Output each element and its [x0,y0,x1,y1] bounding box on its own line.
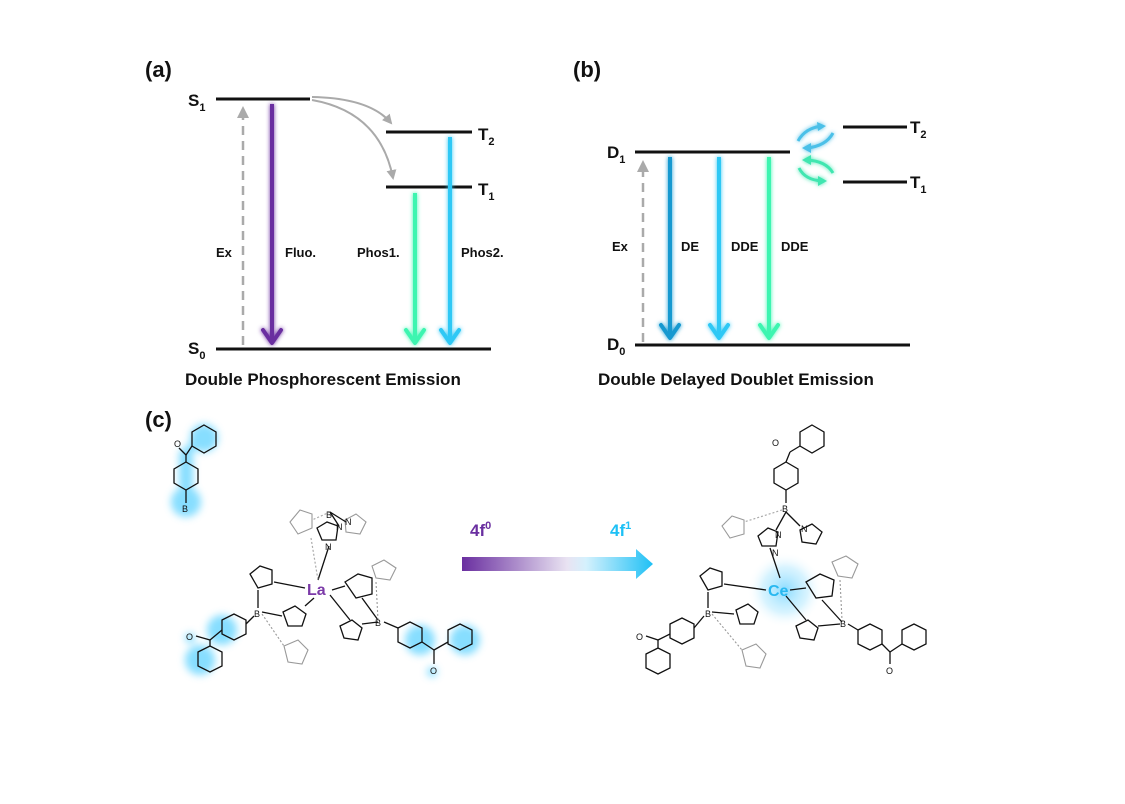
pyrazole-ring-bridge-top [316,511,347,581]
atom-b-top-ce: B [782,504,788,514]
atom-b: B [326,510,332,520]
excitation-arrowhead-a [237,106,249,118]
benzophenone-right-ce [847,623,927,664]
oxidation-state-arrow: 4f0 4f1 [462,520,653,579]
atom-o-right-ce: O [886,666,893,676]
dashed-bond [310,537,319,581]
pyrazole-ring-under [261,613,309,665]
pyrazole-ring-right-top [371,559,397,621]
dde-label-2: DDE [781,239,809,254]
metal-ce: Ce [768,583,789,600]
level-label-t2-b: T2 [910,118,927,141]
benzophenone-top [173,424,217,503]
dashed-bond [311,511,331,521]
phos1-arrow [404,193,426,345]
panel-b: (b) D1 D0 T2 T1 [573,57,927,389]
atom-o-left-ce: O [636,632,643,642]
ex-label-a: Ex [216,245,233,260]
la-complex: O B B N N N La [171,424,480,677]
atom-o-top: O [174,439,181,449]
atom-n: N [325,542,332,552]
atom-n: N [772,548,779,558]
atom-b-left-ce: B [705,609,711,619]
pyrazole-rings-left-ce [699,567,767,625]
panel-a-label: (a) [145,57,172,82]
d1-t1-exchange-arrows [797,155,835,186]
de-arrow [659,157,681,340]
pyrazole-ring-under-ce [711,613,767,669]
isc-arrow-t1 [311,99,397,180]
phos2-label: Phos2. [461,245,504,260]
pyrazole-rings-left [249,565,315,627]
level-label-s1: S1 [188,91,205,114]
pyrazole-rings-top-ce [721,515,745,539]
panel-c: (c) [145,407,927,677]
excitation-arrowhead-b [637,160,649,172]
ce-complex: O B N N N Ce [636,424,927,676]
panel-c-label: (c) [145,407,172,432]
benzophenone-top-ce [773,424,825,503]
benzophenone-left [195,613,255,673]
level-label-t1-b: T1 [910,173,927,196]
atom-n: N [345,517,352,527]
level-label-s0: S0 [188,339,205,362]
metal-glow [747,552,823,628]
label-4f0: 4f0 [470,520,491,540]
fluo-arrow [261,104,283,345]
metal-la: La [307,582,326,599]
panel-a: (a) S1 S0 T2 T1 Ex [145,57,504,389]
panel-a-caption: Double Phosphorescent Emission [185,370,461,389]
atom-n: N [775,530,782,540]
atom-b-top: B [182,504,188,514]
phos2-arrow [439,137,461,345]
pyrazole-rings-right [329,573,379,641]
atom-o-right: O [430,666,437,676]
phos1-label: Phos1. [357,245,400,260]
atom-o-top-ce: O [772,438,779,448]
gradient-arrow [462,549,653,579]
dde-label-1: DDE [731,239,759,254]
ex-label-b: Ex [612,239,629,254]
level-label-d0: D0 [607,335,625,358]
pyrazole-rings-top [289,509,367,535]
dde-arrow-2 [758,157,780,340]
atom-n: N [336,522,343,532]
pyrazole-ring-right-top-ce [831,555,859,621]
level-label-d1: D1 [607,143,625,166]
benzophenone-right [383,621,473,664]
level-label-t2: T2 [478,125,495,148]
label-4f1: 4f1 [610,520,631,540]
fluo-label: Fluo. [285,245,316,260]
atom-n: N [801,524,808,534]
dashed-bond [743,509,783,523]
atom-o-left: O [186,632,193,642]
pyrazole-rings-top2-ce [757,511,823,579]
atom-b-right: B [375,618,381,628]
dde-arrow-1 [708,157,730,340]
isc-arrow-t2 [311,96,393,125]
benzophenone-left-ce [645,615,705,675]
atom-b-right-ce: B [840,619,846,629]
level-label-t1: T1 [478,180,495,203]
panel-b-label: (b) [573,57,601,82]
atom-b-left: B [254,609,260,619]
de-label: DE [681,239,699,254]
pyrazole-rings-right-ce [785,573,843,641]
d1-t2-exchange-arrows [796,122,835,153]
panel-b-caption: Double Delayed Doublet Emission [598,370,874,389]
